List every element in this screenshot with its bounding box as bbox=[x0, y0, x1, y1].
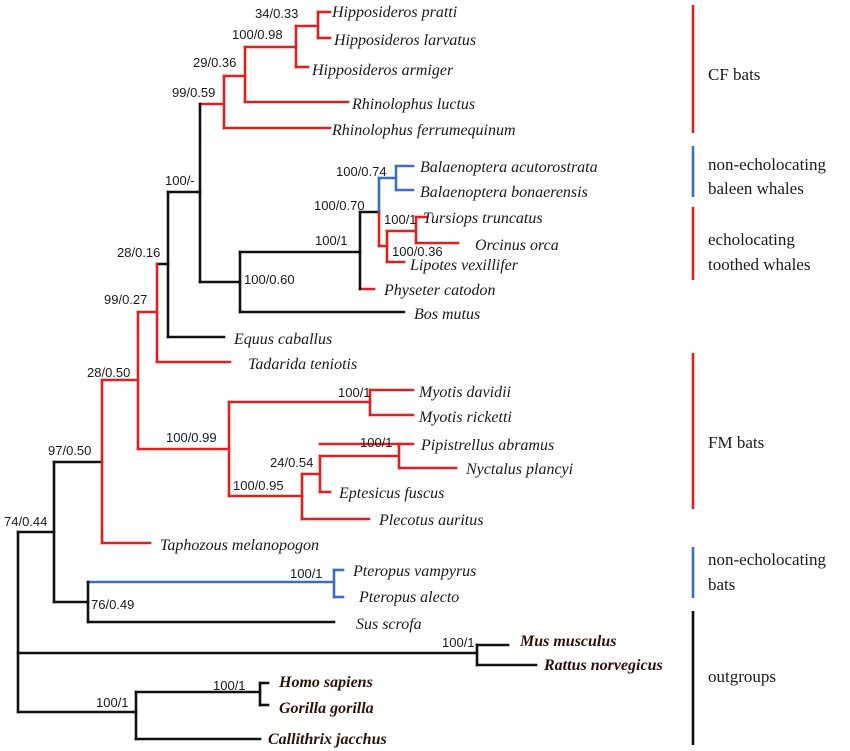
taxon-label-rattus: Rattus norvegicus bbox=[543, 657, 663, 674]
taxon-label-lipotes: Lipotes vexillifer bbox=[409, 257, 519, 274]
taxon-label-sus: Sus scrofa bbox=[356, 616, 422, 633]
support-value: 100/0.36 bbox=[392, 244, 443, 259]
clade-group-label: baleen whales bbox=[708, 179, 804, 198]
clade-group-label: outgroups bbox=[708, 667, 776, 686]
support-value: 100/0.98 bbox=[232, 27, 283, 42]
support-value: 24/0.54 bbox=[270, 455, 313, 470]
tree-branches bbox=[16, 10, 538, 741]
clade-group-label: bats bbox=[708, 575, 735, 594]
support-value: 100/1 bbox=[315, 233, 348, 248]
taxon-label-orcinus: Orcinus orca bbox=[475, 237, 559, 254]
support-value: 100/1 bbox=[442, 635, 475, 650]
taxon-label-ferrum: Rhinolophus ferrumequinum bbox=[331, 122, 516, 139]
support-value: 100/1 bbox=[338, 385, 371, 400]
taxon-label-nyctalus: Nyctalus plancyi bbox=[465, 461, 573, 478]
taxon-label-alecto: Pteropus alecto bbox=[358, 589, 459, 606]
taxon-label-taphozous: Taphozous melanopogon bbox=[160, 537, 319, 554]
taxon-label-equus: Equus caballus bbox=[233, 331, 332, 348]
clade-groups: CF bats non-echolocating baleen whales echo… bbox=[691, 5, 827, 745]
clade-group-label: non-echolocating bbox=[708, 155, 827, 174]
support-value: 28/0.16 bbox=[117, 245, 160, 260]
support-value: 97/0.50 bbox=[48, 443, 91, 458]
clade-group-label: FM bats bbox=[708, 433, 764, 452]
support-value: 76/0.49 bbox=[91, 597, 134, 612]
taxon-label-armiger: Hipposideros armiger bbox=[311, 62, 454, 79]
taxon-label-davidii: Myotis davidii bbox=[418, 384, 511, 401]
taxon-label-vampyrus: Pteropus vampyrus bbox=[352, 563, 476, 580]
taxon-label-tursiops: Tursiops truncatus bbox=[423, 210, 543, 227]
support-value: 34/0.33 bbox=[255, 6, 298, 21]
support-value: 100/1 bbox=[96, 695, 129, 710]
support-value: 99/0.27 bbox=[104, 292, 147, 307]
support-value: 99/0.59 bbox=[172, 85, 215, 100]
taxon-label-pratti: Hipposideros pratti bbox=[331, 4, 457, 21]
taxon-label-bos: Bos mutus bbox=[414, 306, 480, 323]
clade-group-label: toothed whales bbox=[708, 255, 810, 274]
taxon-label-gorilla: Gorilla gorilla bbox=[279, 700, 374, 717]
taxon-label-physeter: Physeter catodon bbox=[383, 282, 496, 299]
support-value: 100/0.70 bbox=[314, 198, 365, 213]
taxon-label-homo: Homo sapiens bbox=[278, 674, 373, 691]
taxon-label-acuto: Balaenoptera acutorostrata bbox=[420, 159, 598, 176]
clade-group-label: echolocating bbox=[708, 230, 795, 249]
taxon-label-eptesicus: Eptesicus fuscus bbox=[338, 485, 444, 502]
taxon-label-tadarida: Tadarida teniotis bbox=[248, 356, 357, 373]
support-value: 100/0.60 bbox=[244, 272, 295, 287]
support-value: 100/1 bbox=[384, 212, 417, 227]
taxon-label-luctus: Rhinolophus luctus bbox=[351, 96, 475, 113]
clade-group-label: non-echolocating bbox=[708, 550, 827, 569]
support-value: 100/1 bbox=[213, 678, 246, 693]
support-value: 28/0.50 bbox=[87, 365, 130, 380]
taxon-label-larvatus: Hipposideros larvatus bbox=[333, 32, 476, 49]
support-value: 74/0.44 bbox=[4, 514, 47, 529]
support-value: 100/0.74 bbox=[336, 164, 387, 179]
support-value: 100/0.95 bbox=[233, 478, 284, 493]
support-value: 100/- bbox=[165, 173, 195, 188]
clade-group-label: CF bats bbox=[708, 65, 760, 84]
support-value: 100/1 bbox=[290, 566, 323, 581]
taxon-label-plecotus: Plecotus auritus bbox=[378, 512, 483, 529]
taxon-label-pipist: Pipistrellus abramus bbox=[420, 437, 554, 454]
taxon-label-callithrix: Callithrix jacchus bbox=[268, 731, 387, 748]
taxon-label-bona: Balaenoptera bonaerensis bbox=[420, 184, 588, 201]
support-value: 100/0.99 bbox=[166, 430, 217, 445]
support-values: 34/0.33 100/0.98 29/0.36 99/0.59 100/- 100/0.… bbox=[4, 6, 475, 710]
support-value: 100/1 bbox=[360, 435, 393, 450]
support-value: 29/0.36 bbox=[193, 55, 236, 70]
taxon-label-mus: Mus musculus bbox=[519, 633, 617, 650]
taxon-label-ricketti: Myotis ricketti bbox=[418, 409, 512, 426]
